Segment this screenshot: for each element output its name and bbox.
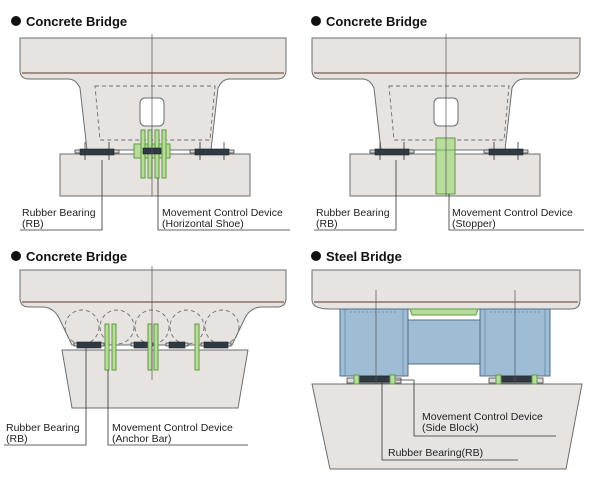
void-5 (204, 309, 240, 345)
label-stopper: (Stopper) (452, 218, 496, 230)
leader-rb (314, 160, 397, 231)
leader-side-block (396, 379, 556, 437)
void-2 (99, 309, 135, 345)
rubber-bearings (73, 341, 232, 349)
label-rb: (RB) (316, 218, 338, 230)
stopper (435, 137, 456, 195)
panel-concrete-horizontal-shoe: Concrete Bridge Rubber Bearing (11, 14, 290, 231)
leader-device (157, 178, 290, 231)
rubber-bearing-left (74, 142, 120, 160)
pier-cap (311, 383, 583, 470)
void-1 (64, 309, 100, 345)
label-rubber-bearing: Rubber Bearing(RB) (388, 447, 483, 459)
rubber-bearing-right (189, 142, 235, 160)
bullet-icon (11, 251, 21, 261)
label-movement-control-device: Movement Control Device (422, 411, 543, 423)
rubber-bearing-left (346, 374, 402, 385)
label-rb: (RB) (22, 218, 44, 230)
label-movement-control-device: Movement Control Device (452, 207, 573, 219)
rubber-bearing-right (488, 374, 544, 385)
panel-title: Concrete Bridge (26, 249, 127, 264)
concrete-deck (19, 37, 287, 151)
bullet-icon (311, 251, 321, 261)
hollow-void-outline (94, 85, 216, 141)
leader-device (448, 194, 584, 231)
panel-concrete-anchor-bar: Concrete Bridge Rubber Bearing (4, 249, 287, 446)
bullet-icon (11, 16, 21, 26)
label-rubber-bearing: Rubber Bearing (316, 207, 390, 219)
panel-title: Concrete Bridge (26, 14, 127, 29)
leader-device (107, 370, 248, 446)
rubber-bearing-left (369, 142, 415, 160)
panel-title: Concrete Bridge (326, 14, 427, 29)
leader-rb (4, 346, 87, 446)
label-anchor-bar: (Anchor Bar) (112, 433, 172, 445)
leader-rb (20, 160, 103, 231)
label-rubber-bearing: Rubber Bearing (22, 207, 96, 219)
leader-rb (381, 382, 518, 461)
panel-title: Steel Bridge (326, 249, 402, 264)
bullet-icon (311, 16, 321, 26)
void-4 (169, 309, 205, 345)
concrete-deck (19, 269, 287, 346)
steel-girder (339, 308, 551, 377)
panel-steel-side-block: Steel Bridge (311, 249, 583, 470)
hollow-void-outline (388, 85, 510, 141)
panel-concrete-stopper: Concrete Bridge Rubber Bearing (RB) Move… (311, 14, 584, 231)
label-side-block: (Side Block) (422, 422, 479, 434)
label-horizontal-shoe: (Horizontal Shoe) (162, 218, 244, 230)
label-movement-control-device: Movement Control Device (112, 422, 233, 434)
label-rb: (RB) (6, 433, 28, 445)
rubber-bearing-right (483, 142, 529, 160)
concrete-deck (311, 269, 581, 310)
label-rubber-bearing: Rubber Bearing (6, 422, 80, 434)
label-movement-control-device: Movement Control Device (162, 207, 283, 219)
anchor-bars (104, 323, 200, 371)
